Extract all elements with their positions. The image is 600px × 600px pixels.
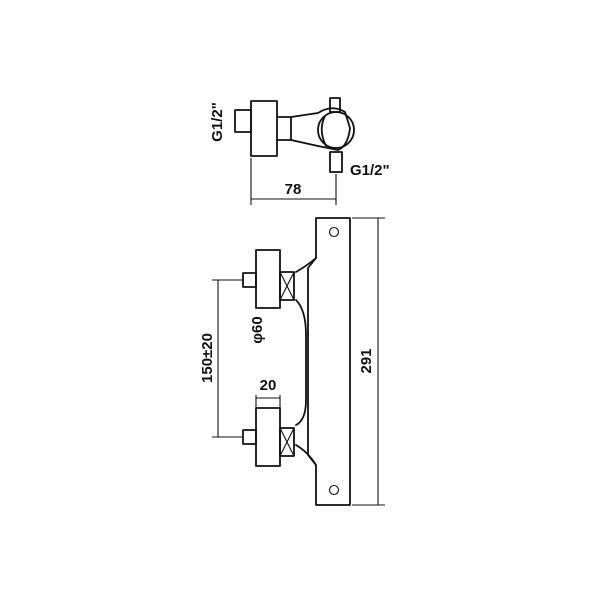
spacing-dimension-label: 150±20 (199, 333, 216, 383)
diameter-label: φ60 (249, 316, 266, 343)
front-arm-top-upper (295, 257, 317, 273)
front-upper-flange (255, 249, 281, 309)
front-lower-nut-cross-b (279, 427, 295, 457)
front-lower-nut (279, 427, 295, 457)
offset-dimension-label: 20 (260, 377, 277, 394)
front-lower-inlet (242, 429, 257, 445)
side-bottom-outlet (329, 151, 343, 173)
front-view: 291 150±20 φ60 20 (199, 217, 385, 506)
side-handle-curve (320, 115, 327, 147)
side-top-stem (329, 97, 341, 113)
inlet-thread-label-bottom: G1/2" (350, 162, 390, 179)
front-upper-nut-cross-b (279, 271, 295, 301)
front-bottom-hole (328, 484, 340, 496)
side-view: G1/2" G1/2" 78 (209, 97, 390, 205)
front-arm-bottom-lower (295, 444, 317, 466)
front-upper-inlet (242, 272, 257, 288)
front-arm-connector (295, 299, 307, 426)
side-body (290, 107, 351, 151)
front-upper-nut (279, 271, 295, 301)
side-body-neck (276, 116, 292, 141)
side-wall-flange (250, 100, 278, 157)
inlet-thread-label-top: G1/2" (209, 102, 226, 142)
front-top-hole (328, 226, 340, 238)
depth-dimension-label: 78 (285, 181, 302, 198)
height-dimension-label: 291 (358, 348, 375, 373)
front-lower-flange (255, 407, 281, 467)
side-inlet-connector (234, 109, 252, 133)
